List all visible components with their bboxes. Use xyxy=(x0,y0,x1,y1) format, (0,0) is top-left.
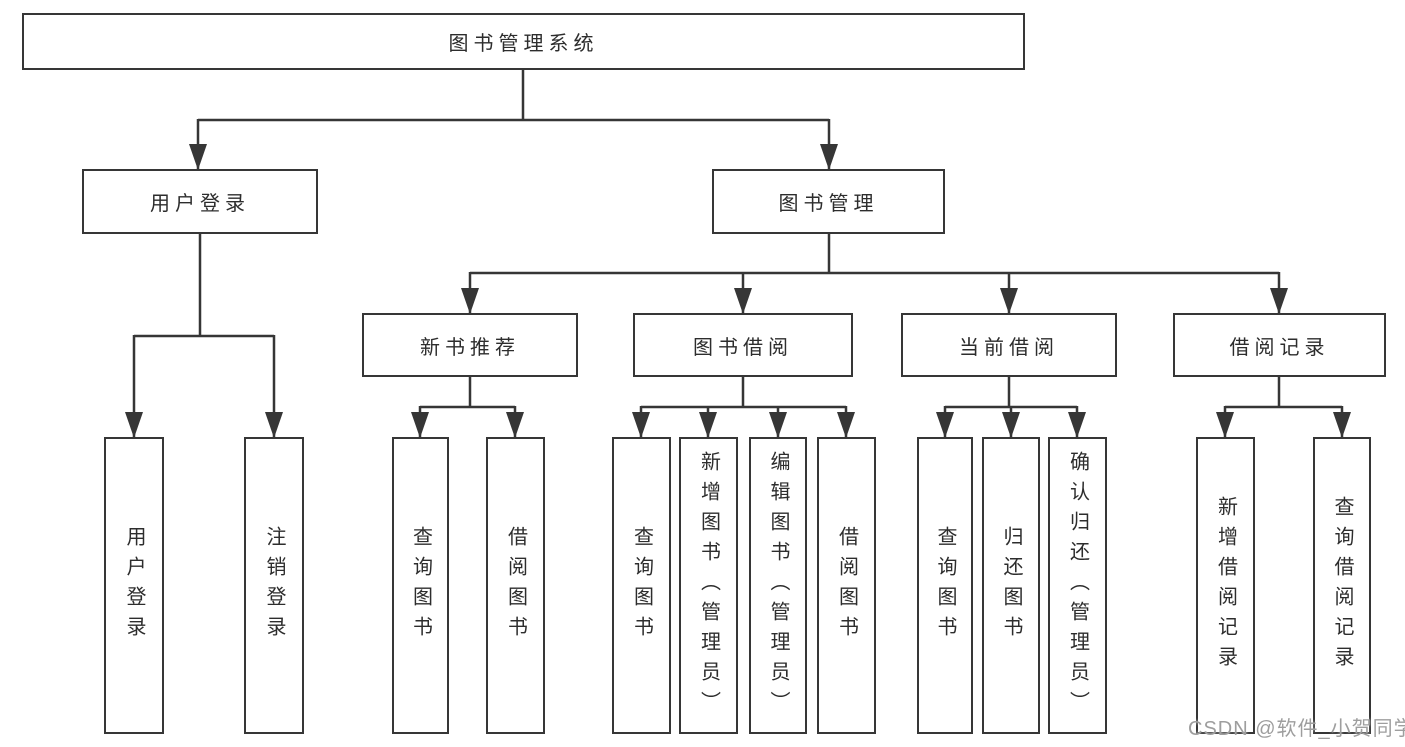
node-query-borrow-record: 查询借阅记录 xyxy=(1313,437,1371,734)
node-add-book-admin: 新增图书（管理员） xyxy=(679,437,738,734)
node-query-books-label: 查询图书 xyxy=(409,525,432,646)
node-add-borrow-record-label: 新增借阅记录 xyxy=(1214,495,1237,676)
connector-login-rail xyxy=(134,234,274,338)
node-user-login-leaf-label: 用户登录 xyxy=(123,525,145,646)
node-current-borrowing: 当前借阅 xyxy=(901,313,1117,377)
node-edit-book-admin-label: 编辑图书（管理员） xyxy=(767,450,789,721)
node-borrow-books-label: 借阅图书 xyxy=(835,525,858,646)
csdn-watermark: CSDN @软件_小贺同学 xyxy=(1188,718,1405,740)
node-borrow-books: 借阅图书 xyxy=(486,437,545,734)
node-book-management-label: 图书管理 xyxy=(778,193,879,215)
connector-records-rail xyxy=(1225,376,1342,409)
node-book-borrowing: 图书借阅 xyxy=(633,313,853,377)
node-confirm-return-admin-label: 确认归还（管理员） xyxy=(1066,450,1089,721)
node-query-books-label: 查询图书 xyxy=(934,525,956,646)
node-logout: 注销登录 xyxy=(244,437,304,734)
node-borrow-books: 借阅图书 xyxy=(817,437,876,734)
node-user-login-leaf: 用户登录 xyxy=(104,437,164,734)
node-query-borrow-record-label: 查询借阅记录 xyxy=(1331,495,1353,676)
connector-mgmt-rail xyxy=(470,234,1279,275)
connector-current-rail xyxy=(945,376,1077,409)
node-new-book-recommend-label: 新书推荐 xyxy=(420,336,520,359)
node-current-borrowing-label: 当前借阅 xyxy=(959,336,1059,359)
node-edit-book-admin: 编辑图书（管理员） xyxy=(749,437,807,734)
node-return-book: 归还图书 xyxy=(982,437,1040,734)
node-user-login: 用户登录 xyxy=(82,169,318,234)
node-library-system-label: 图书管理系统 xyxy=(448,33,599,55)
node-borrowing-records: 借阅记录 xyxy=(1173,313,1386,377)
connector-root-rail xyxy=(198,69,829,122)
node-borrow-books-label: 借阅图书 xyxy=(504,525,527,646)
connector-borrowing-rail xyxy=(641,376,846,409)
node-book-borrowing-label: 图书借阅 xyxy=(693,336,793,359)
node-logout-label: 注销登录 xyxy=(263,525,285,646)
node-confirm-return-admin: 确认归还（管理员） xyxy=(1048,437,1107,734)
node-borrowing-records-label: 借阅记录 xyxy=(1229,336,1330,359)
node-query-books: 查询图书 xyxy=(392,437,449,734)
connector-newbook-rail xyxy=(420,376,515,409)
node-user-login-label: 用户登录 xyxy=(150,193,250,215)
node-query-books: 查询图书 xyxy=(917,437,973,734)
node-return-book-label: 归还图书 xyxy=(1000,525,1022,646)
node-query-books: 查询图书 xyxy=(612,437,671,734)
node-book-management: 图书管理 xyxy=(712,169,945,234)
node-add-book-admin-label: 新增图书（管理员） xyxy=(697,450,720,721)
node-query-books-label: 查询图书 xyxy=(630,525,653,646)
node-library-system: 图书管理系统 xyxy=(22,13,1025,70)
node-add-borrow-record: 新增借阅记录 xyxy=(1196,437,1255,734)
node-new-book-recommend: 新书推荐 xyxy=(362,313,578,377)
